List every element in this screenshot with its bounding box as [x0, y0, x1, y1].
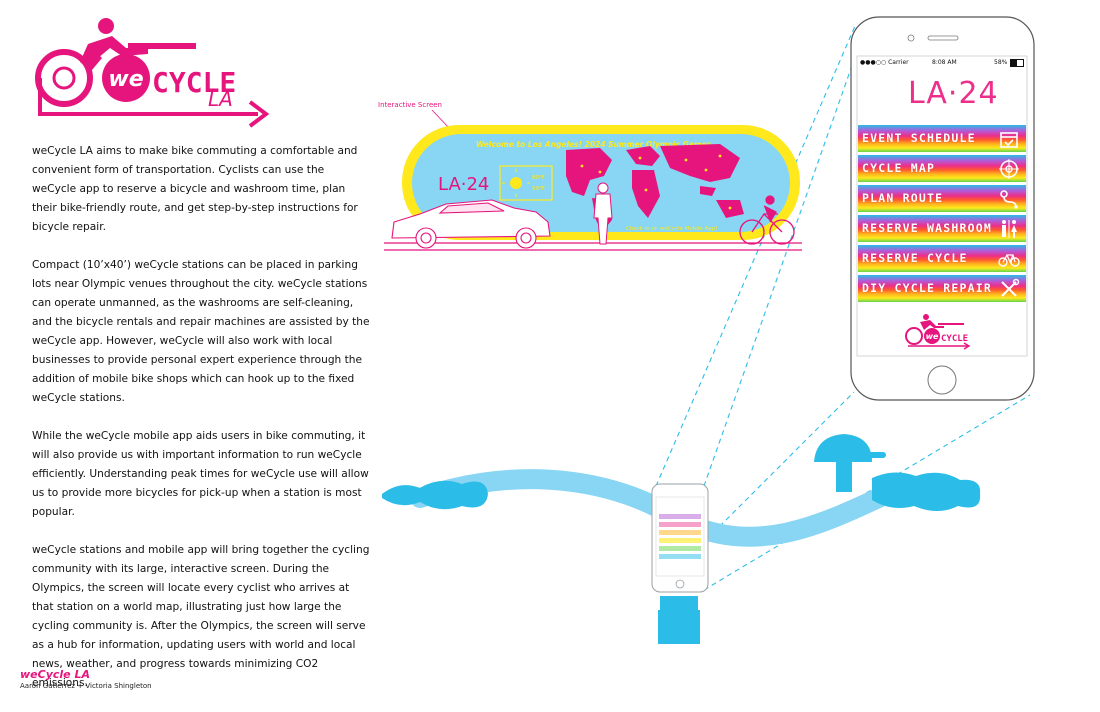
status-time: 8:08 AM — [932, 59, 957, 66]
status-battery: 58% — [994, 59, 1008, 66]
interactive-screen-label: Interactive Screen — [378, 101, 442, 109]
bicycle-icon — [998, 254, 1020, 267]
weather-box — [499, 165, 553, 201]
route-icon — [1000, 190, 1018, 209]
sun-icon — [510, 177, 522, 189]
menu-label: DIY CYCLE REPAIR — [862, 281, 992, 295]
temp-low: 59°F — [532, 186, 545, 192]
car-illustration — [391, 199, 551, 249]
logo-we-text: we — [108, 67, 143, 92]
wecycle-logo: we CYCLE LA — [35, 18, 270, 128]
logo-la-text: LA — [208, 87, 233, 111]
calendar-check-icon — [1000, 132, 1018, 148]
footer-title: weCycle LA — [20, 668, 90, 681]
menu-label: PLAN ROUTE — [862, 191, 944, 205]
bell-icon — [814, 434, 872, 462]
menu-reserve-cycle[interactable]: RESERVE CYCLE — [858, 245, 1026, 272]
app-logo-cycle: CYCLE — [941, 334, 968, 344]
menu-label: CYCLE MAP — [862, 161, 936, 175]
menu-event-schedule[interactable]: EVENT SCHEDULE — [858, 125, 1026, 152]
description-paragraph-2: Compact (10’x40’) weCycle stations can b… — [32, 259, 370, 404]
left-grip — [382, 480, 488, 510]
menu-label: RESERVE WASHROOM — [862, 221, 992, 235]
battery-icon — [1010, 59, 1024, 67]
app-la24-logo: LA·24 — [908, 76, 999, 111]
menu-cycle-map[interactable]: CYCLE MAP — [858, 155, 1026, 182]
station-la24-logo: LA·24 — [438, 174, 489, 195]
description-paragraph-1: weCycle LA aims to make bike commuting a… — [32, 145, 358, 233]
station-illustration: Interactive Screen Welcome to Los Angele… — [378, 25, 1031, 644]
temp-high: 80°F — [532, 175, 545, 181]
checkin-text: Check in on weCycle Mobile App! — [626, 226, 717, 232]
welcome-text: Welcome to Los Angeles! 2024 Summer Olym… — [476, 140, 712, 149]
right-grip — [872, 472, 981, 511]
mounted-phone-illustration — [651, 483, 709, 593]
menu-label: RESERVE CYCLE — [862, 251, 968, 265]
cyclist-illustration — [739, 195, 795, 245]
world-map — [566, 144, 744, 232]
app-wecycle-logo: we CYCLE — [905, 314, 971, 350]
description-text: weCycle LA aims to make bike commuting a… — [32, 142, 370, 712]
description-paragraph-4: weCycle stations and mobile app will bri… — [32, 544, 370, 689]
tools-icon — [1001, 278, 1020, 297]
person-illustration — [593, 182, 613, 245]
restroom-icon — [1002, 220, 1017, 238]
compass-icon — [999, 159, 1019, 179]
logo-cycle-text: CYCLE — [152, 66, 236, 99]
menu-diy-cycle-repair[interactable]: DIY CYCLE REPAIR — [858, 275, 1026, 302]
menu-reserve-washroom[interactable]: RESERVE WASHROOM — [858, 215, 1026, 242]
menu-plan-route[interactable]: PLAN ROUTE — [858, 185, 1026, 212]
description-paragraph-3: While the weCycle mobile app aids users … — [32, 430, 369, 518]
menu-label: EVENT SCHEDULE — [862, 131, 976, 145]
footer-authors: Aaron Gutierrez + Victoria Shingleton — [20, 682, 152, 690]
status-carrier: ●●●○○ Carrier — [860, 59, 909, 66]
app-logo-we: we — [926, 332, 939, 341]
